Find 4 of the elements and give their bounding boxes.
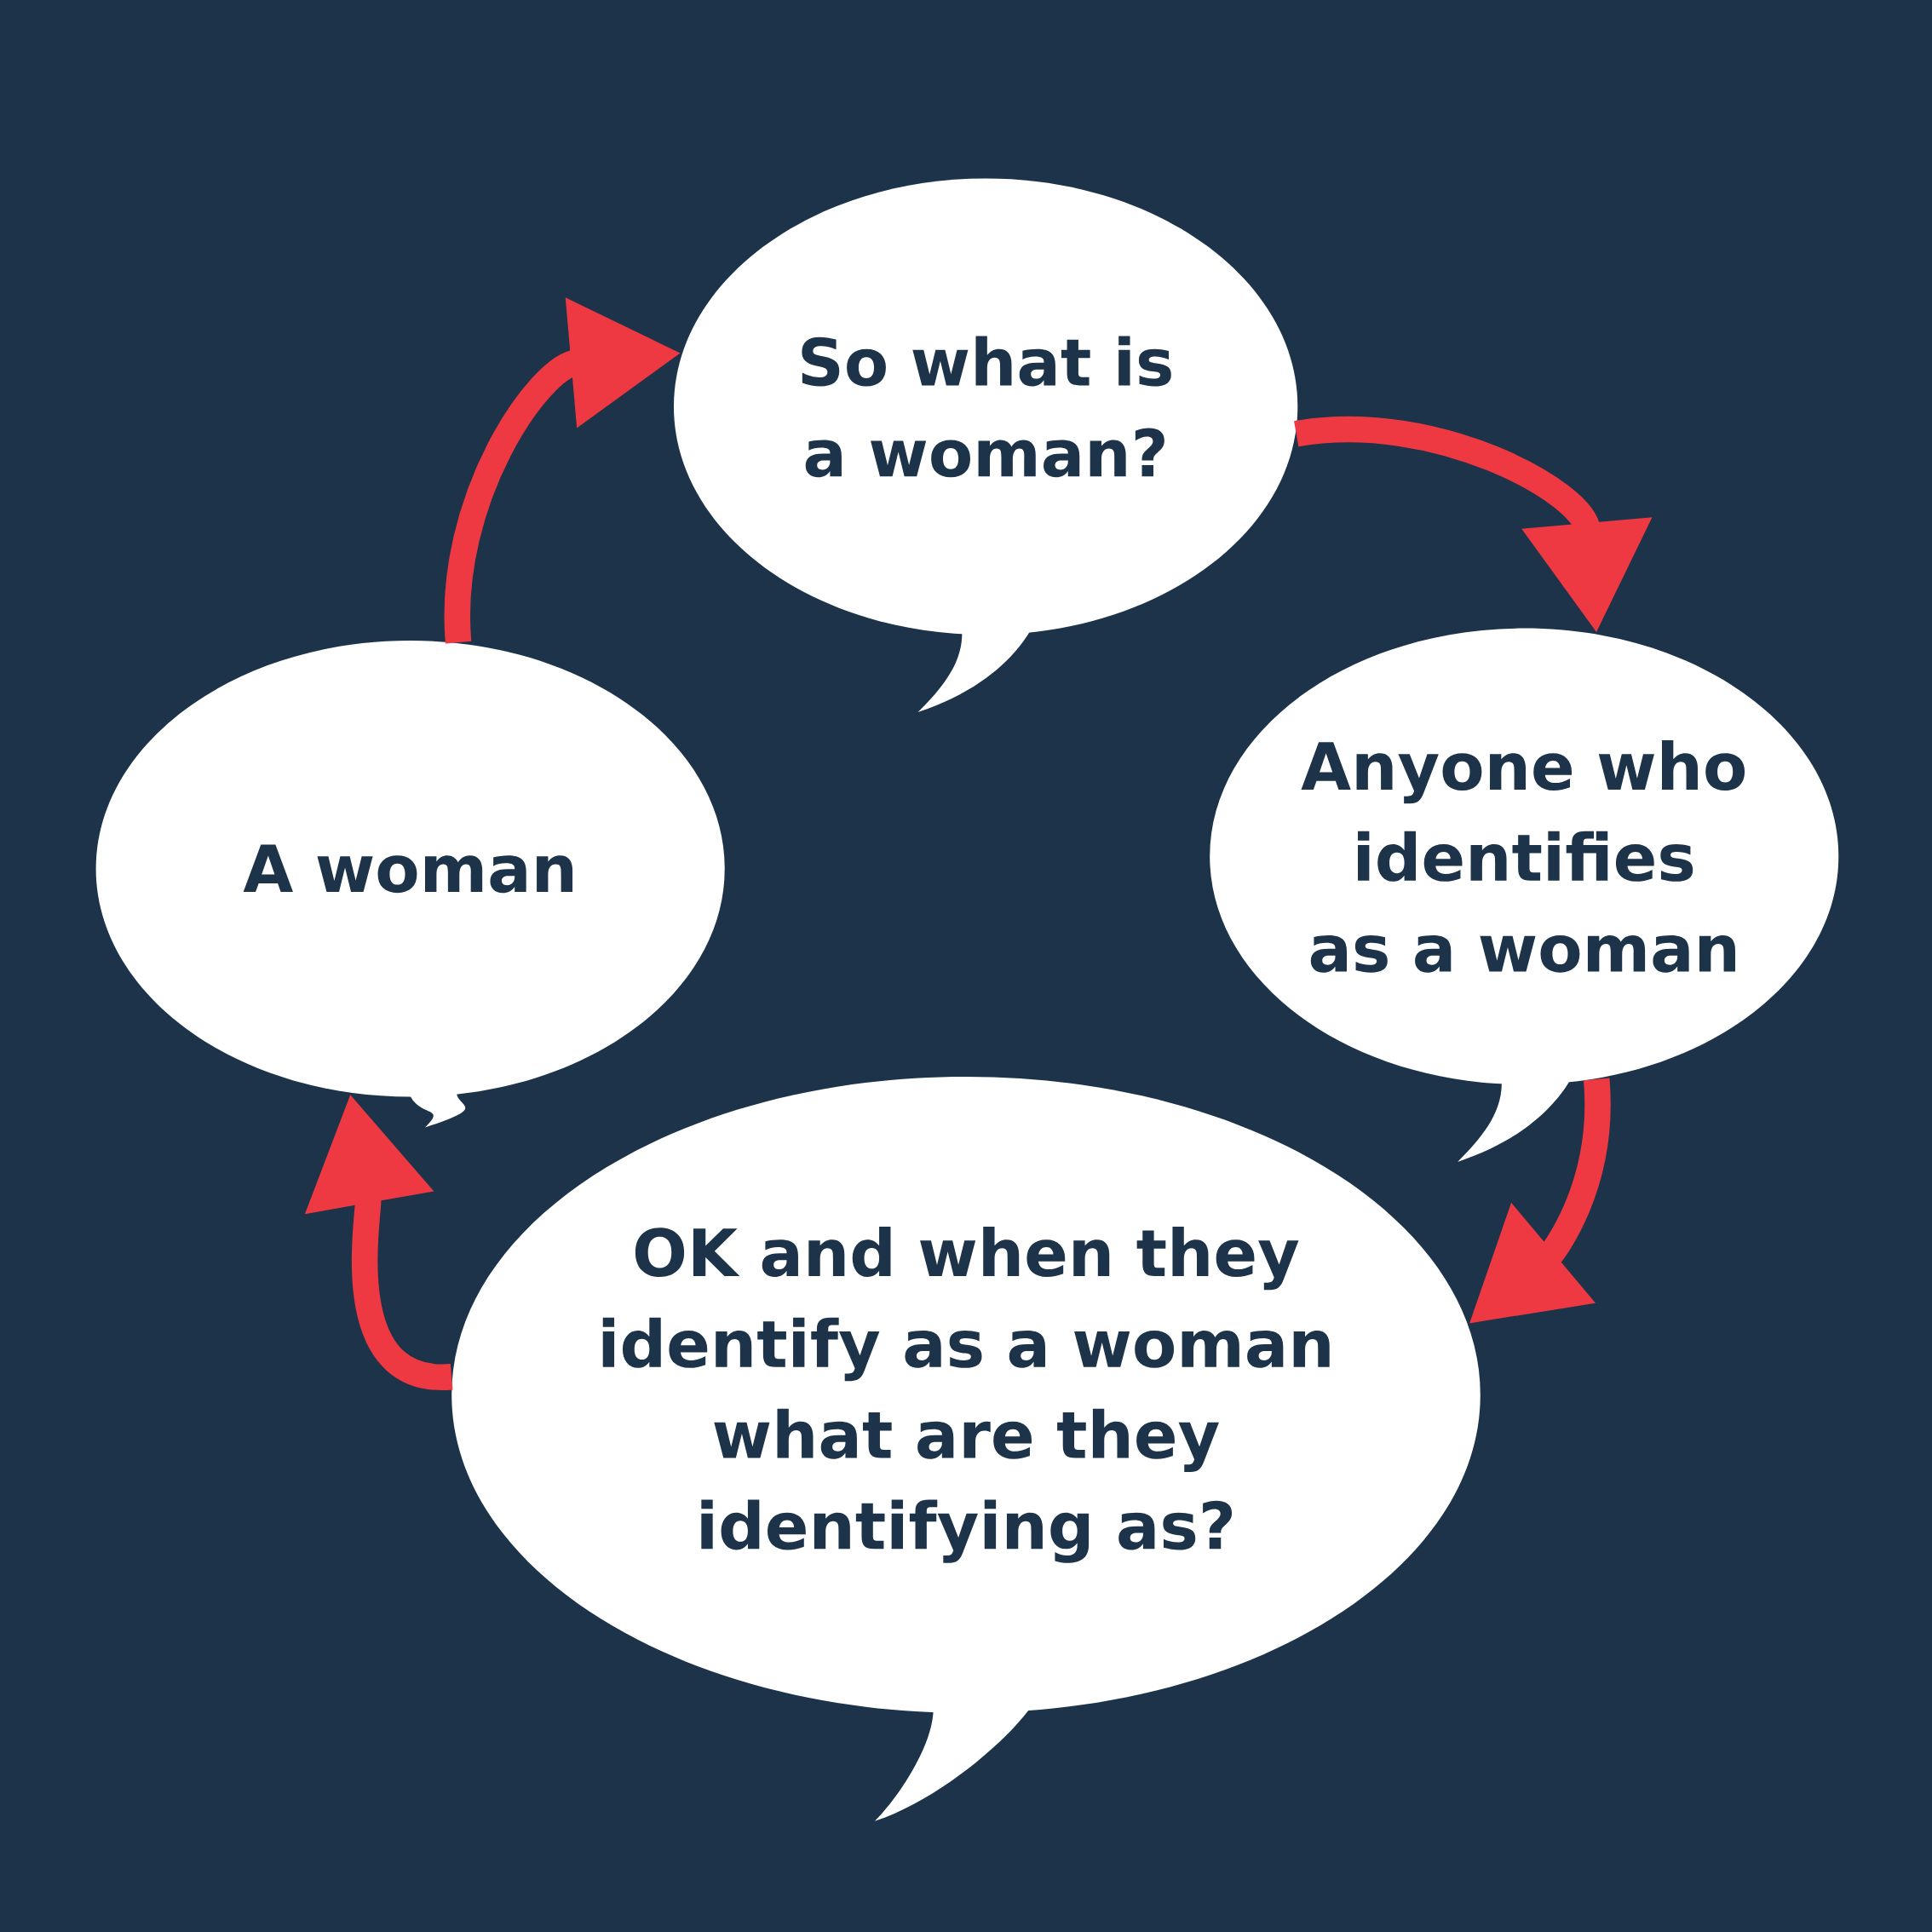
speech-bubble: A woman: [95, 641, 725, 1128]
speech-bubble: OK and when they identify as a woman what are they identifying as?: [451, 1077, 1481, 1821]
speech-bubble: Anyone who identifies as a woman: [1210, 628, 1839, 1162]
speech-bubble: So what is a woman?: [674, 178, 1298, 713]
